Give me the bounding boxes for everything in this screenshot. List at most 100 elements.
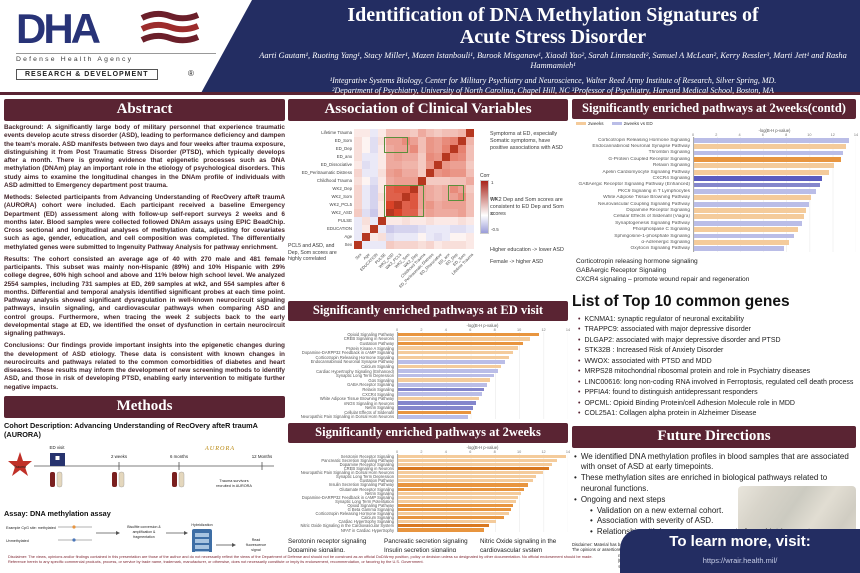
- heatmap-cell: [434, 217, 442, 225]
- heatmap-cell: [458, 137, 466, 145]
- heatmap-cell: [410, 169, 418, 177]
- heatmap-colorbar: Corr 1 0.5 0 -0.5: [480, 173, 514, 234]
- pathway-row: CXCR4 Signaling: [288, 392, 568, 397]
- heatmap-cell: [434, 201, 442, 209]
- heatmap-cell: [418, 129, 426, 137]
- heatmap-cell: [442, 169, 450, 177]
- pathway-bar: [398, 392, 482, 396]
- column-middle: Association of Clinical Variables Lifeti…: [288, 99, 570, 573]
- pathway-bar: [694, 137, 850, 143]
- heatmap-cell: [370, 201, 378, 209]
- pathway-bar: [694, 195, 811, 201]
- affiliation-1: ¹Integrative Systems Biology, Center for…: [329, 76, 777, 85]
- heatmap-cell: [354, 193, 362, 201]
- contd-pathway-summary: Corticotropin releasing hormone signalin…: [576, 258, 750, 284]
- heatmap-cell: [434, 233, 442, 241]
- abstract-background: Background: A significantly large body o…: [4, 124, 285, 189]
- heatmap-cell: [426, 201, 434, 209]
- pathway-bar: [398, 350, 514, 355]
- pathway-row: Endocannabinoid Neuronal Synapse Pathway: [288, 359, 568, 364]
- read-signal-2: fluorescence: [246, 543, 266, 547]
- heatmap-cell: [434, 145, 442, 153]
- pathway-bar: [398, 373, 494, 378]
- pathway-bar: [398, 406, 474, 410]
- affiliations: ¹Integrative Systems Biology, Center for…: [252, 76, 854, 95]
- heatmap-cell: [362, 201, 370, 209]
- timeline-note-1: Trauma survivors: [219, 479, 248, 483]
- pathway-bar: [398, 524, 490, 528]
- heatmap-cell: [386, 177, 394, 185]
- pathway-row: Phospholipase C Signaling: [572, 226, 856, 233]
- pathway-row: Gustation Pathway: [288, 478, 568, 483]
- heatmap-cell: [354, 169, 362, 177]
- pathway-bar: [398, 458, 558, 462]
- colorbar-tick: -0.5: [491, 226, 499, 232]
- heatmap-cell: [386, 129, 394, 137]
- heatmap-cell: [378, 129, 386, 137]
- gene-item: •LINC00616: long non-coding RNA involved…: [578, 378, 854, 386]
- heatmap-cell: [426, 209, 434, 217]
- pathway-row: Cardiac Hypertrophy Signaling (Enhanced): [288, 369, 568, 374]
- pathway-row: Synaptic Long Term Depression: [288, 474, 568, 479]
- pathway-bar: [398, 520, 497, 524]
- heatmap-cell: [362, 169, 370, 177]
- heatmap-cell: [458, 217, 466, 225]
- heatmap-cell: [370, 145, 378, 153]
- heatmap-cell: [442, 233, 450, 241]
- heatmap-cell: [378, 161, 386, 169]
- heatmap-cell: [394, 225, 402, 233]
- pathway-bar: [694, 233, 794, 239]
- learn-more-link[interactable]: https://wrair.health.mil/: [702, 556, 778, 565]
- methods-header: Methods: [4, 395, 285, 418]
- heatmap-cell: [394, 233, 402, 241]
- pathway-row: Cardiac Hypertrophy Signaling: [288, 519, 568, 524]
- legend-item: 2weeks vs ED: [611, 121, 653, 126]
- pathway-row: Dopamine-DARPP32 Feedback in cAMP Signal…: [288, 350, 568, 355]
- colorbar-gradient: [480, 180, 489, 234]
- heatmap-cell: [394, 137, 402, 145]
- heatmap-cell: [450, 169, 458, 177]
- trauma-label: Trauma: [14, 465, 26, 469]
- heatmap-cell: [458, 161, 466, 169]
- heatmap-cell: [418, 201, 426, 209]
- heatmap-cell: [378, 145, 386, 153]
- heatmap-cell: [354, 233, 362, 241]
- annotation-ed-symptoms: Symptoms at ED, especially Somatic sympt…: [490, 131, 563, 151]
- bisulfite-step-1: Bisulfite conversion &: [127, 525, 161, 529]
- heatmap-cell: [418, 161, 426, 169]
- pathway-row: nNOS Signaling in Neurons: [288, 401, 568, 406]
- heatmap-cell: [442, 201, 450, 209]
- heatmap-cell: [378, 137, 386, 145]
- heatmap-cell: [418, 145, 426, 153]
- heatmap-cell: [434, 225, 442, 233]
- gene-item: •OPCML: Opioid Binding Protein/cell Adhe…: [578, 399, 795, 407]
- abstract-header: Abstract: [4, 99, 285, 121]
- heatmap-cell: [386, 145, 394, 153]
- heatmap-cell: [466, 217, 474, 225]
- gene-item: •STK32B : Increased Risk of Anxiety Diso…: [578, 347, 724, 355]
- heatmap-cell: [442, 153, 450, 161]
- heatmap-cell: [442, 145, 450, 153]
- heatmap-cell: [466, 241, 474, 249]
- heatmap-cell: [362, 209, 370, 217]
- heatmap-cell: [362, 161, 370, 169]
- pathway-bar: [398, 415, 469, 419]
- heatmap-cell: [370, 177, 378, 185]
- pathway-bar: [694, 208, 807, 213]
- heatmap-cell: [394, 185, 402, 193]
- heatmap-cell: [378, 193, 386, 201]
- pathway-row: Dopamine-DARPP32 Feedback in cAMP Signal…: [288, 495, 568, 500]
- gene-item: •MRPS28 mitochondrial ribosomal protein …: [578, 368, 811, 376]
- pathway-bar: [398, 364, 502, 369]
- pathway-bar: [694, 227, 799, 233]
- heatmap-cell: [410, 233, 418, 241]
- pathway-row: Calcium Signaling: [288, 364, 568, 369]
- heatmap-cell: [466, 209, 474, 217]
- pathway-row: Neuropathic Pain Signaling in Dorsal Hor…: [288, 470, 568, 475]
- heatmap-cell: [370, 241, 378, 249]
- heatmap-cell: [442, 137, 450, 145]
- legend-item: 2weeks: [576, 121, 604, 126]
- heatmap-cell: [410, 209, 418, 217]
- heatmap-cell: [418, 209, 426, 217]
- heatmap-cell: [434, 153, 442, 161]
